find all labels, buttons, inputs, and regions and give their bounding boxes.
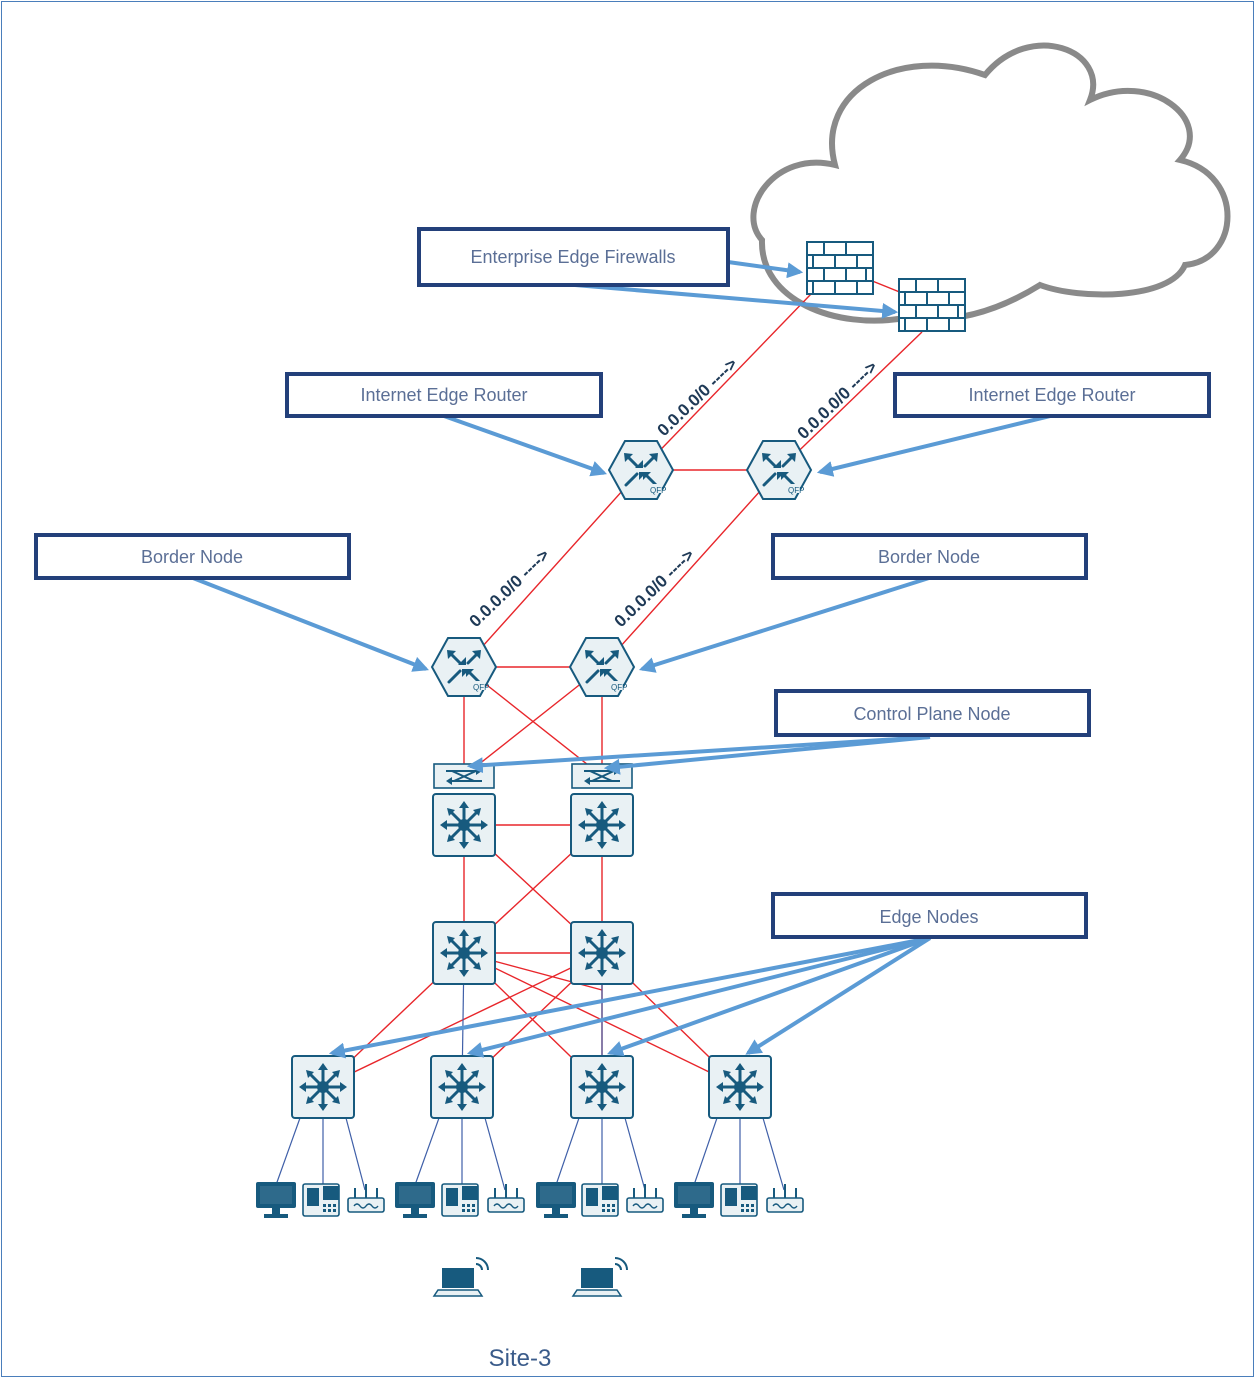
- ip-phone-icon: [441, 1183, 479, 1217]
- l3-switch-icon: [429, 1054, 495, 1120]
- desktop-icon: [256, 1182, 296, 1218]
- access-links: [275, 1117, 785, 1191]
- svg-text:Border Node: Border Node: [141, 547, 243, 567]
- l3-switch-icon: [431, 792, 497, 858]
- l3-switch-icon: [290, 1054, 356, 1120]
- callout-arrows: [192, 260, 1051, 1059]
- desktop-icon: [536, 1182, 576, 1218]
- callout-control-plane: Control Plane Node: [774, 689, 1091, 737]
- callout-border-left: Border Node: [34, 533, 351, 580]
- svg-text:Border Node: Border Node: [878, 547, 980, 567]
- access-point-icon: [347, 1183, 385, 1213]
- svg-text:Internet Edge Router: Internet Edge Router: [360, 385, 527, 405]
- l3-switch-icon: [569, 920, 635, 986]
- callout-firewalls: Enterprise Edge Firewalls: [417, 227, 730, 287]
- wireless-laptop-icon: [572, 1257, 628, 1297]
- desktop-icon: [395, 1182, 435, 1218]
- svg-text:Internet Edge Router: Internet Edge Router: [968, 385, 1135, 405]
- site-label: Site-3: [489, 1345, 552, 1372]
- endpoints: [256, 1182, 804, 1297]
- access-point-icon: [766, 1183, 804, 1213]
- callout-internet-router-right: Internet Edge Router: [893, 372, 1211, 418]
- svg-text:Edge Nodes: Edge Nodes: [879, 907, 978, 927]
- default-route-label: 0.0.0.0/0 ---->: [654, 354, 742, 440]
- default-route-label: 0.0.0.0/0 ---->: [794, 357, 882, 443]
- callout-border-right: Border Node: [771, 533, 1088, 580]
- wireless-laptop-icon: [433, 1257, 489, 1297]
- svg-text:Enterprise Edge Firewalls: Enterprise Edge Firewalls: [470, 247, 675, 267]
- ip-phone-icon: [581, 1183, 619, 1217]
- firewall-icon: [898, 278, 966, 332]
- firewall-icon: [806, 241, 874, 295]
- svg-text:Control Plane Node: Control Plane Node: [853, 704, 1010, 724]
- default-route-label: 0.0.0.0/0 ---->: [466, 545, 554, 631]
- callout-internet-router-left: Internet Edge Router: [285, 372, 603, 418]
- access-point-icon: [487, 1183, 525, 1213]
- control-plane-switch-icon: [433, 763, 495, 789]
- qfp-badges: QFP QFP QFP QFP: [473, 486, 804, 692]
- access-point-icon: [626, 1183, 664, 1213]
- default-route-label: 0.0.0.0/0 ---->: [611, 545, 699, 631]
- qfp-badge: QFP: [650, 486, 666, 495]
- qfp-badge: QFP: [788, 486, 804, 495]
- callout-edge-nodes: Edge Nodes: [771, 892, 1088, 939]
- qfp-badge: QFP: [611, 683, 627, 692]
- qfp-badge: QFP: [473, 683, 489, 692]
- l3-switch-icon: [707, 1054, 773, 1120]
- desktop-icon: [674, 1182, 714, 1218]
- l3-switch-icon: [569, 792, 635, 858]
- l3-switch-icon: [431, 920, 497, 986]
- l3-switch-icon: [569, 1054, 635, 1120]
- ip-phone-icon: [302, 1183, 340, 1217]
- ip-phone-icon: [720, 1183, 758, 1217]
